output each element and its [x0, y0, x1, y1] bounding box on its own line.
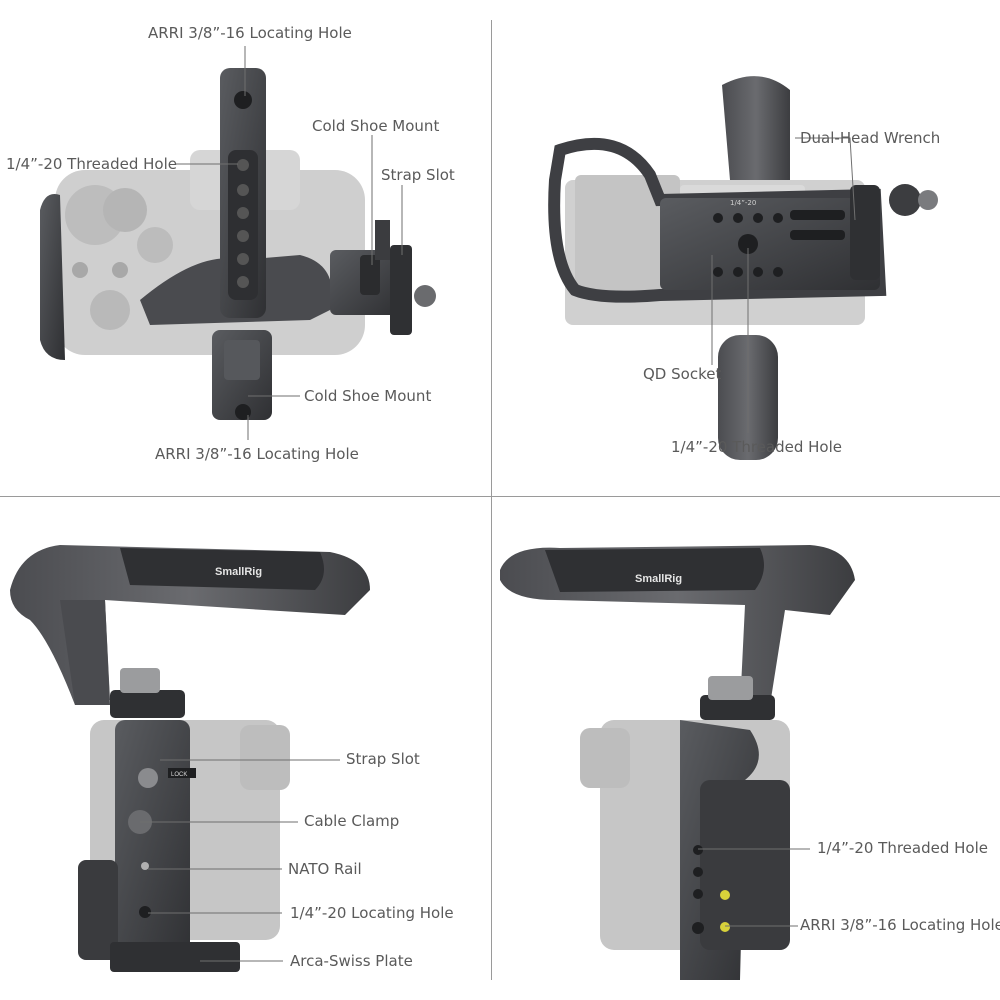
label-cold-shoe-top: Cold Shoe Mount [312, 117, 440, 135]
top-left-camera [55, 150, 365, 355]
label-arri-hole-br: ARRI 3/8”-16 Locating Hole [800, 916, 1000, 934]
horizontal-divider [0, 496, 1000, 497]
bottom-right-handle: SmallRig [500, 545, 855, 720]
top-left-handle [212, 68, 272, 420]
bottom-left-handle: SmallRig [10, 545, 370, 718]
label-arri-top: ARRI 3/8”-16 Locating Hole [148, 24, 352, 42]
label-nato-rail: NATO Rail [288, 860, 362, 878]
bottom-left-cage: LOCK [78, 720, 240, 972]
label-cable-clamp: Cable Clamp [304, 812, 400, 830]
vertical-divider [491, 20, 492, 980]
bottom-right-cage [680, 720, 790, 980]
label-cold-shoe-bottom: Cold Shoe Mount [304, 387, 432, 405]
label-threaded-hole-br: 1/4”-20 Threaded Hole [817, 839, 988, 857]
label-arca-plate: Arca-Swiss Plate [290, 952, 413, 970]
engraving-threaded: 1/4”-20 [730, 199, 757, 207]
bottom-left-brand: SmallRig [215, 566, 262, 578]
label-arri-bottom: ARRI 3/8”-16 Locating Hole [155, 445, 359, 463]
label-threaded-hole-tl: 1/4”-20 Threaded Hole [6, 155, 177, 173]
label-qd-socket: QD Socket [643, 365, 722, 383]
bottom-right-brand: SmallRig [635, 573, 682, 585]
label-threaded-hole-tr: 1/4”-20 Threaded Hole [671, 438, 842, 456]
leader-lines [140, 46, 856, 962]
top-right-cage [548, 76, 938, 460]
label-dual-head-wrench: Dual-Head Wrench [800, 129, 941, 147]
label-strap-slot-bl: Strap Slot [346, 750, 420, 768]
label-locating-hole: 1/4”-20 Locating Hole [290, 904, 454, 922]
label-strap-slot-tl: Strap Slot [381, 166, 455, 184]
lock-engraving: LOCK [171, 772, 187, 778]
top-left-cage [40, 194, 436, 360]
